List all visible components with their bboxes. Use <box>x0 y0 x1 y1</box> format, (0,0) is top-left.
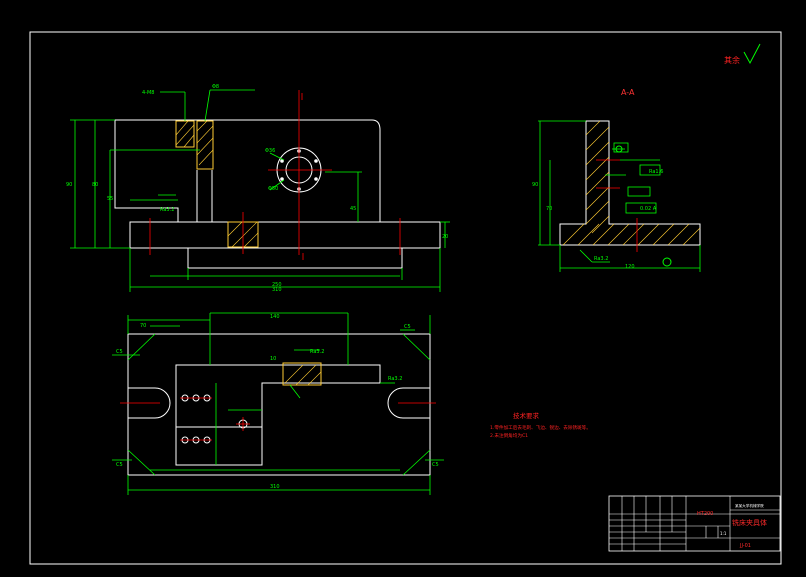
check-roughness-icon <box>743 43 761 65</box>
front-view-body <box>114 119 381 223</box>
svg-text:55: 55 <box>107 196 113 202</box>
svg-text:Φ50: Φ50 <box>268 186 278 192</box>
roughness-note: 其余 <box>724 43 761 65</box>
drawing-border <box>29 31 782 565</box>
svg-text:310: 310 <box>270 484 280 490</box>
svg-text:70: 70 <box>546 206 552 212</box>
svg-text:C5: C5 <box>116 462 123 468</box>
svg-text:80: 80 <box>92 182 98 188</box>
top-view-pocket <box>175 364 381 428</box>
top-hatch <box>282 362 322 386</box>
svg-text:Φ8: Φ8 <box>212 84 219 90</box>
svg-text:310: 310 <box>272 287 282 293</box>
svg-text:0.02 A: 0.02 A <box>640 206 657 212</box>
tech-requirement-item: 1.零件加工后去毛刺、飞边、锐边、去除锈斑等。 <box>490 424 591 431</box>
section-dimensions <box>538 120 701 272</box>
drawing-number: JJ-01 <box>739 543 751 549</box>
section-view: A-A 90 70 120 Ra3.2 Ra1.6 0.02 A <box>532 88 701 272</box>
scale-text: 1:1 <box>720 531 727 536</box>
front-view-base <box>129 221 441 249</box>
svg-text:Ra1.6: Ra1.6 <box>649 169 663 175</box>
svg-text:Ra3.2: Ra3.2 <box>310 349 324 355</box>
svg-text:45: 45 <box>350 206 356 212</box>
svg-text:Ra3.2: Ra3.2 <box>160 207 174 213</box>
tech-requirements: 技术要求 1.零件加工后去毛刺、飞边、锐边、去除锈斑等。 2.未注倒角均为C1 <box>490 411 591 439</box>
roughness-text: 其余 <box>724 55 740 65</box>
svg-text:140: 140 <box>270 314 280 320</box>
svg-text:Φ36: Φ36 <box>265 148 275 154</box>
section-outline <box>559 120 701 246</box>
title-block: HT200 某某大学机械学院 铣床夹具体 1:1 JJ-01 <box>608 495 781 552</box>
svg-text:20: 20 <box>442 234 448 240</box>
tech-requirement-item: 2.未注倒角均为C1 <box>490 432 528 439</box>
drawing-title: 铣床夹具体 <box>732 518 767 527</box>
top-view-outline <box>127 333 431 476</box>
svg-text:Ra3.2: Ra3.2 <box>388 376 402 382</box>
svg-text:10: 10 <box>270 356 276 362</box>
section-label: A-A <box>621 88 635 97</box>
left-slot <box>128 387 171 419</box>
svg-text:C5: C5 <box>404 324 411 330</box>
front-dimensions <box>70 89 450 292</box>
section-hatch <box>562 120 701 246</box>
top-centerlines <box>120 397 436 441</box>
svg-text:C5: C5 <box>432 462 439 468</box>
front-view-foot <box>187 248 403 269</box>
svg-text:4-M8: 4-M8 <box>142 90 154 96</box>
top-dimensions <box>112 312 444 495</box>
svg-text:70: 70 <box>140 323 146 329</box>
svg-text:C5: C5 <box>116 349 123 355</box>
svg-text:90: 90 <box>532 182 538 188</box>
svg-text:90: 90 <box>66 182 72 188</box>
svg-text:Ra3.2: Ra3.2 <box>594 256 608 262</box>
school-name: 某某大学机械学院 <box>735 503 764 508</box>
svg-text:250: 250 <box>272 282 282 288</box>
svg-text:120: 120 <box>625 264 635 270</box>
material-text: HT200 <box>697 511 713 517</box>
front-centerlines <box>149 90 401 255</box>
tech-requirements-title: 技术要求 <box>513 411 540 420</box>
right-slot <box>387 387 430 419</box>
